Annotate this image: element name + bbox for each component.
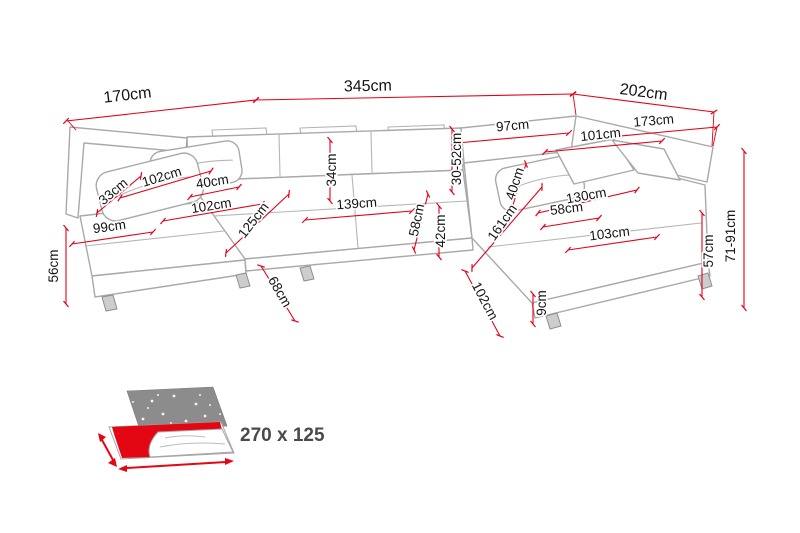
dim-line-right-chaise-front [564,233,661,254]
dim-line-right-chaise-length [471,183,543,272]
dim-label-left-arm-width: 40cm [195,172,230,192]
dim-label-right-chaise-front: 103cm [588,224,630,244]
dim-line-right-back-length [535,186,640,217]
dim-label-right-arm-top: 97cm [496,117,530,135]
dim-label-left-side-height: 56cm [46,249,61,282]
sofa-leg [101,294,118,312]
dim-label-back-cushion-depth: 34cm [324,153,339,186]
backrest-seam [370,130,373,174]
dim-label-right-arm-inner: 173cm [633,111,675,129]
dim-line-left-chaise-front [68,228,157,248]
headboard-stars [132,394,221,424]
dim-line-right-seat-small [539,214,603,231]
dim-label-seat-depth: 42cm [433,214,448,247]
dim-line-right-leg-diag [461,268,504,339]
dim-line-right-arm-top [453,129,573,147]
dim-label-left-outer: 170cm [103,84,153,106]
dim-line-left-chaise-length [224,190,291,257]
dim-label-left-leg-diag: 68cm [265,274,294,310]
dimension-lines [62,90,747,339]
dim-line-middle-seat-width [301,207,416,224]
dim-label-back-total: 345cm [344,77,392,95]
dim-label-headrest-height-range: 30-52cm [449,133,464,186]
dim-label-right-front-height: 57cm [701,234,716,267]
dim-line-left-outer [62,96,260,125]
dim-label-right-back-width: 101cm [580,125,622,144]
bed-arrowhead [98,433,106,442]
dim-line-right-arm-inner [584,123,721,143]
sofa-leg [545,312,562,330]
dim-label-right-leg-diag: 102cm [469,279,501,322]
bed-arrowhead [225,458,234,465]
sofa-leg [235,272,251,289]
dim-line-back-total [252,90,577,104]
bed-size-label: 270 x 125 [240,425,325,446]
dim-label-leg-height: 9cm [534,290,549,316]
dim-line-right-outer [569,91,718,115]
dim-line-left-pillow-width [117,167,214,202]
dim-line-middle-seat-diag [411,190,431,254]
dim-line-right-back-width [541,137,666,156]
dim-label-back-height-range: 71-91cm [723,210,738,263]
sofa-line-drawing [65,115,714,330]
bed-arrowhead [108,458,117,467]
bed-arrowhead [118,465,127,472]
dim-label-middle-seat-width: 139cm [336,195,377,213]
bed-headboard [126,386,228,431]
duvet-wrinkle [164,435,206,439]
dim-connector [572,93,577,116]
bed-width-arrow [101,439,114,461]
dim-label-right-seat-small: 58cm [549,199,584,218]
duvet-wrinkle [159,442,226,448]
bed-length-arrow [125,461,227,469]
dim-label-left-chaise-front: 99cm [92,217,127,236]
backrest-seam [278,133,281,177]
dim-connector [712,126,718,147]
sofa-leg [299,265,315,282]
bed-icon: 270 x 125 [98,386,327,472]
dim-line-left-arm-width [187,183,242,201]
dim-line-left-leg-diag [257,264,299,323]
